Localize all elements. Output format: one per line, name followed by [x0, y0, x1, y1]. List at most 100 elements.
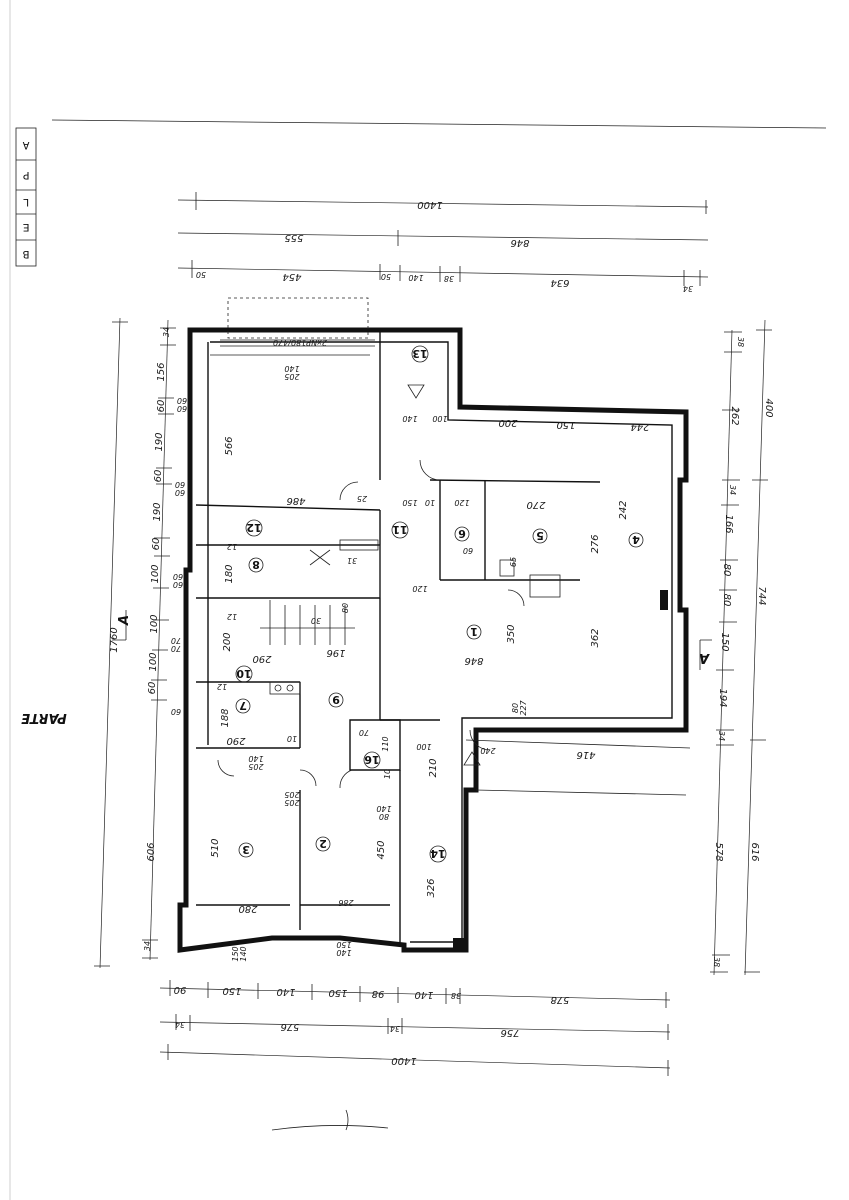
dim-label: 110 [381, 736, 390, 751]
svg-text:11: 11 [392, 523, 407, 536]
dim-label: 227 [519, 699, 528, 715]
dim-label: 80 [341, 603, 350, 613]
room-marker: 11 [391, 521, 409, 539]
dim-label: 60 [171, 707, 181, 716]
room-marker: 12 [245, 519, 263, 537]
dim-label: 200 [498, 417, 517, 428]
dim-label: 140 [284, 364, 299, 373]
dim-label: 150 [402, 498, 417, 507]
dim-label: 70 [171, 644, 181, 653]
dim-label: 286 [338, 898, 353, 907]
dim-label: 120 [412, 584, 427, 593]
dim-label: 150 [328, 987, 347, 998]
dim-label: 205 [284, 790, 299, 799]
dim-label: 60 [173, 580, 183, 589]
dim-label: 60 [177, 396, 187, 405]
doors [217, 459, 525, 789]
dim-label: 150 [336, 940, 351, 949]
dim-label: 744 [756, 586, 767, 605]
dim-label: 98 [372, 988, 385, 999]
dim-label: 510 [210, 838, 221, 857]
dim-label: 140 [336, 948, 351, 957]
dim-label: 150 [231, 946, 240, 961]
dim-label: 150 [719, 632, 730, 651]
dim-label: 555 [284, 232, 303, 243]
section-mark-left: A [117, 615, 132, 626]
room-marker: 13 [411, 345, 429, 363]
dim-label: 1400 [417, 199, 442, 210]
dim-label: 576 [280, 1021, 299, 1032]
dim-label: 120 [454, 498, 469, 507]
dim-label: 60 [177, 404, 187, 413]
room-marker: 1 [466, 624, 482, 640]
room-marker: 4 [628, 532, 644, 548]
dim-label: 205 [248, 762, 263, 771]
dim-label: 60 [153, 470, 164, 483]
dim-label: 634 [550, 277, 569, 288]
dim-label: 25 [357, 494, 367, 503]
dim-label: 50 [196, 270, 206, 279]
section-mark-right: A [699, 650, 710, 665]
dim-label: 150 [556, 419, 575, 430]
columns [453, 590, 668, 952]
svg-text:5: 5 [536, 529, 544, 542]
room-marker: 8 [248, 557, 264, 573]
dim-label: 200 [222, 632, 233, 651]
dim-label: 38 [451, 991, 461, 1000]
fixtures [269, 539, 561, 695]
room-marker: 3 [238, 842, 254, 858]
dim-label: 205 [284, 372, 299, 381]
dim-label: 60 [175, 480, 185, 489]
dim-label: 194 [717, 688, 728, 707]
room-marker: 6 [454, 526, 470, 542]
dim-label: 450 [376, 840, 387, 859]
dim-label: 1400 [391, 1055, 416, 1066]
dim-label: 270 [526, 499, 545, 510]
dim-label: 140 [248, 754, 263, 763]
dim-label: 190 [154, 432, 165, 451]
svg-text:10: 10 [236, 667, 252, 680]
svg-text:6: 6 [458, 527, 466, 540]
dim-label: 12 [227, 612, 237, 621]
svg-text:8: 8 [252, 558, 260, 571]
dim-label: 100 [149, 614, 160, 633]
dim-label: 60 [156, 400, 167, 413]
dim-label: 60 [175, 488, 185, 497]
room-marker: 14 [429, 845, 447, 863]
dim-label: 242 [618, 500, 629, 519]
dim-label: 578 [713, 842, 724, 861]
dim-label: 30 [311, 616, 321, 625]
dim-label: 140 [239, 946, 248, 961]
dim-label: 50 [381, 272, 391, 281]
dim-label: 34 [143, 941, 152, 951]
right-dimension-chain: 400 744 616 38 262 34 166 80 80 150 194 … [710, 319, 774, 976]
sheet-top-rule [51, 119, 827, 129]
dim-label: 34 [728, 485, 737, 495]
dim-label: 31 [347, 556, 357, 565]
room-marker: 7 [235, 698, 251, 714]
left-dimension-chain: 1760 606 34 156 60 190 60 190 60 100 100… [94, 317, 187, 969]
svg-text:2: 2 [319, 837, 327, 850]
dim-label: 80 [511, 703, 520, 713]
svg-text:16: 16 [364, 753, 380, 766]
dim-label: 34 [683, 284, 693, 293]
dim-label: 38 [736, 337, 745, 347]
dim-label: 240 [480, 746, 495, 755]
stamp-letter: A [22, 138, 29, 150]
dim-label: 196 [326, 647, 345, 658]
stamp-letter: L [23, 195, 30, 207]
page-curl-mark [345, 1109, 349, 1131]
room-marker: 2 [315, 836, 331, 852]
dim-label: 400 [763, 398, 774, 417]
room-marker: 10 [235, 665, 253, 683]
dim-label: 100 [150, 564, 161, 583]
dim-label: 190 [152, 502, 163, 521]
dim-label: 60 [151, 538, 162, 551]
dim-label: 80 [721, 594, 732, 607]
building-walls [177, 297, 691, 953]
dim-label: 80 [721, 564, 732, 577]
dim-label: 280 [238, 903, 257, 914]
section-markers: A A [112, 384, 712, 766]
title-stamp: B E L P A [15, 127, 37, 267]
